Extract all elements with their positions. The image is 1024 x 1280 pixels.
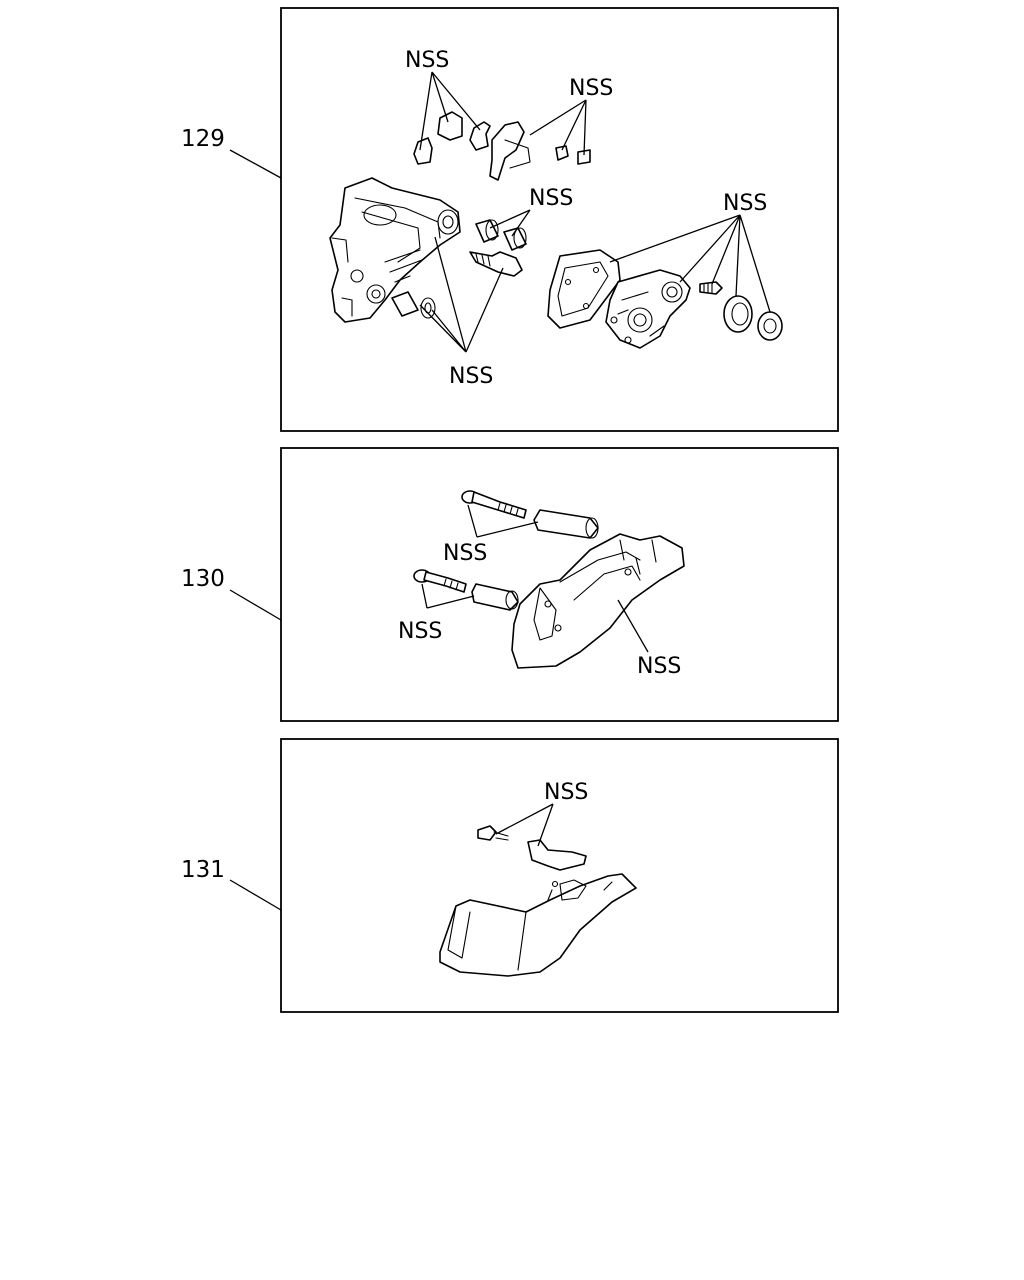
brake-pad-drawing <box>439 839 637 977</box>
reference-number: 130 <box>181 566 225 592</box>
seal-drawing <box>723 295 783 341</box>
callout-leaders <box>495 803 554 847</box>
nss-label: NSS <box>449 364 493 389</box>
guide-bolt-drawing <box>413 569 519 611</box>
nss-label: NSS <box>569 76 613 101</box>
reference-number: 129 <box>181 126 225 152</box>
cover-body-drawing <box>605 269 691 349</box>
reference-leader <box>229 879 282 911</box>
reference-leader <box>229 589 282 621</box>
bushing-drawing <box>391 219 527 319</box>
shim-clip-drawing <box>413 111 591 181</box>
guide-bolt-drawing <box>461 490 599 539</box>
caliper-bracket-drawing <box>511 533 685 669</box>
caliper-housing-drawing <box>329 177 461 323</box>
nss-label: NSS <box>398 619 442 644</box>
panel-129: 129 <box>181 7 839 432</box>
bleeder-screw-drawing <box>469 251 523 277</box>
panel-131: 131 NSS <box>181 738 839 1013</box>
callout-leaders <box>421 504 649 653</box>
panel-frame <box>280 447 839 722</box>
callout-leaders <box>419 71 771 353</box>
nss-label: NSS <box>544 780 588 805</box>
bolt-drawing <box>477 825 509 841</box>
reference-number: 131 <box>181 857 225 883</box>
nss-label: NSS <box>637 654 681 679</box>
nss-label: NSS <box>405 48 449 73</box>
panel-130: 130 <box>181 447 839 722</box>
gasket-drawing <box>547 249 621 329</box>
nss-label: NSS <box>723 191 767 216</box>
nss-label: NSS <box>443 541 487 566</box>
panel-frame <box>280 7 839 432</box>
panel-frame <box>280 738 839 1013</box>
nss-label: NSS <box>529 186 573 211</box>
reference-leader <box>229 149 282 179</box>
bolt-drawing <box>699 281 723 295</box>
